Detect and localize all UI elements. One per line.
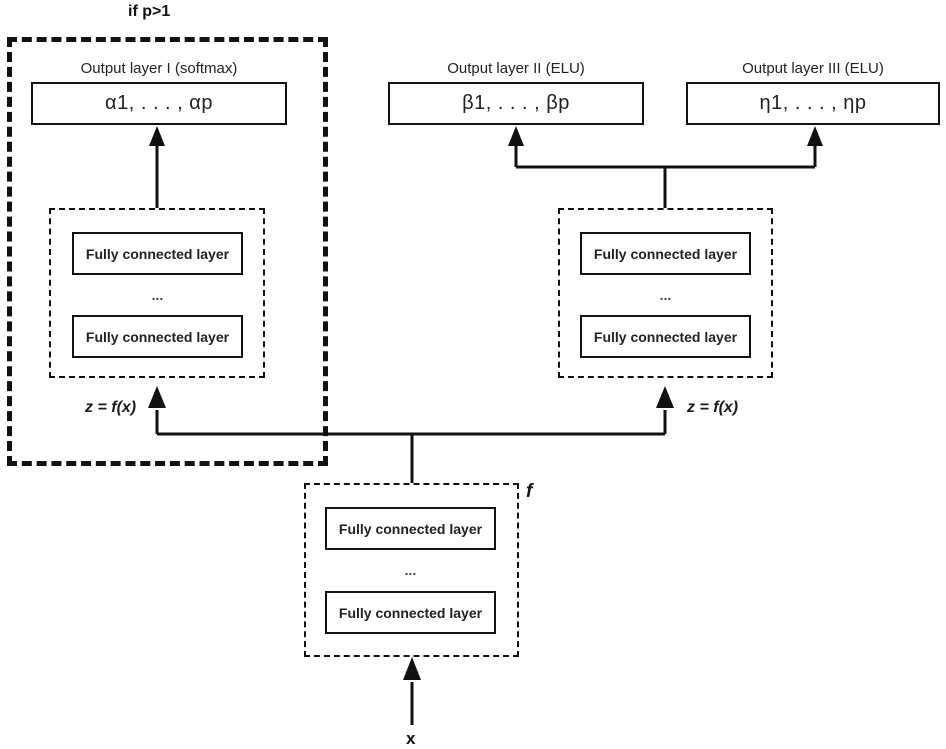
right-z-label: z = f(x) (687, 399, 739, 416)
f-fc-layer-bottom: Fully connected layer (325, 591, 496, 634)
left-fc-layer-bottom: Fully connected layer (72, 315, 243, 358)
output-layer-1-caption: Output layer I (softmax) (80, 60, 238, 77)
right-fc-ellipsis: ... (659, 287, 672, 303)
f-function-label: f (526, 481, 533, 502)
output-layer-3-box: η1, . . . , ηp (686, 82, 940, 125)
left-fc-layer-top: Fully connected layer (72, 232, 243, 275)
output-layer-2-caption: Output layer II (ELU) (447, 60, 585, 77)
left-z-label: z = f(x) (85, 399, 137, 416)
conditional-label: if p>1 (128, 3, 171, 20)
left-fc-group (49, 208, 265, 378)
output-layer-3-caption: Output layer III (ELU) (742, 60, 884, 77)
right-fc-group (558, 208, 773, 378)
right-fc-layer-top: Fully connected layer (580, 232, 751, 275)
left-fc-ellipsis: ... (151, 287, 164, 303)
conditional-region-p-gt-1 (7, 37, 328, 466)
output-layer-1-box: α1, . . . , αp (31, 82, 287, 125)
f-fc-ellipsis: ... (404, 562, 417, 578)
input-label-x: x (406, 729, 416, 748)
output-layer-2-box: β1, . . . , βp (388, 82, 644, 125)
shared-f-group (304, 483, 519, 657)
f-fc-layer-top: Fully connected layer (325, 507, 496, 550)
right-fc-layer-bottom: Fully connected layer (580, 315, 751, 358)
